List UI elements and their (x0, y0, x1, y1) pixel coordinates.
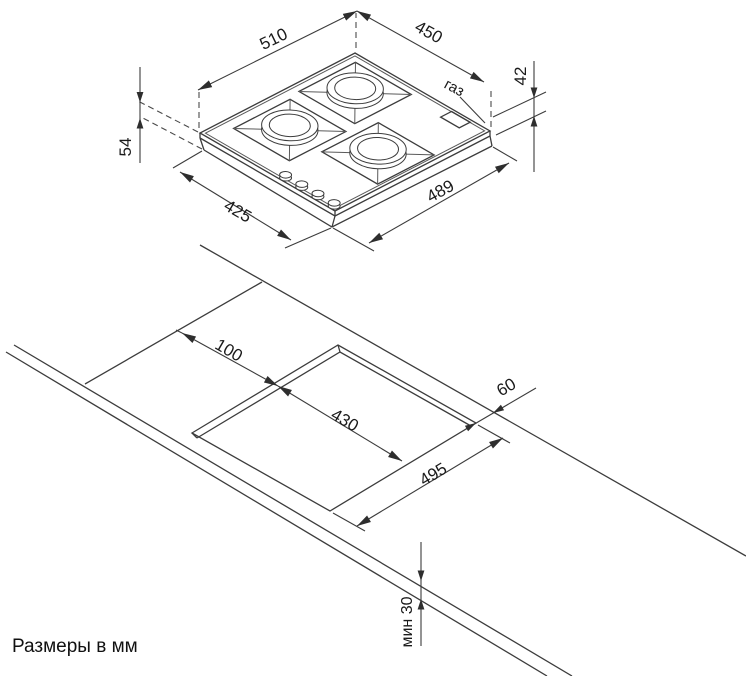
dimension-100-label: 100 (212, 335, 246, 366)
dimension-495: 495 (332, 424, 511, 532)
control-knobs (274, 170, 345, 210)
cutout-opening (190, 344, 478, 512)
dimension-min-30-label: мин 30 (399, 596, 416, 647)
hob-isometric-view: 510 450 газ 42 54 (116, 10, 547, 252)
worktop-back-edge (199, 244, 746, 557)
dimension-60-label: 60 (493, 374, 519, 400)
units-note: Размеры в мм (12, 636, 138, 657)
gas-inlet-plate (441, 111, 471, 127)
dimension-100: 100 (175, 329, 279, 387)
worktop-end-edge (84, 281, 263, 385)
gas-label: газ (441, 76, 467, 101)
worktop-front-edge-bottom (5, 351, 548, 676)
dimension-430-label: 430 (328, 405, 362, 436)
dimension-min-30: мин 30 (399, 542, 425, 648)
dimension-54: 54 (116, 67, 203, 163)
burner-left (234, 99, 346, 160)
dimension-450-label: 450 (412, 17, 446, 47)
dimension-495-label: 495 (416, 459, 450, 490)
burner-right (322, 123, 434, 184)
glass-thickness-edges (199, 131, 491, 216)
glass-outline (200, 53, 490, 211)
dimension-54-label: 54 (116, 138, 135, 157)
body-corner-edges (199, 135, 493, 228)
dimension-510-label: 510 (257, 24, 291, 54)
dimension-42: 42 (492, 61, 547, 172)
dimension-489-label: 489 (423, 176, 457, 206)
dimension-450: 450 (356, 10, 492, 128)
dimension-430: 430 (277, 385, 403, 462)
worktop-cutout-view: 100 430 60 495 мин 30 (5, 244, 746, 676)
worktop-front-edge-top (13, 344, 573, 676)
dimension-42-label: 42 (511, 67, 530, 86)
